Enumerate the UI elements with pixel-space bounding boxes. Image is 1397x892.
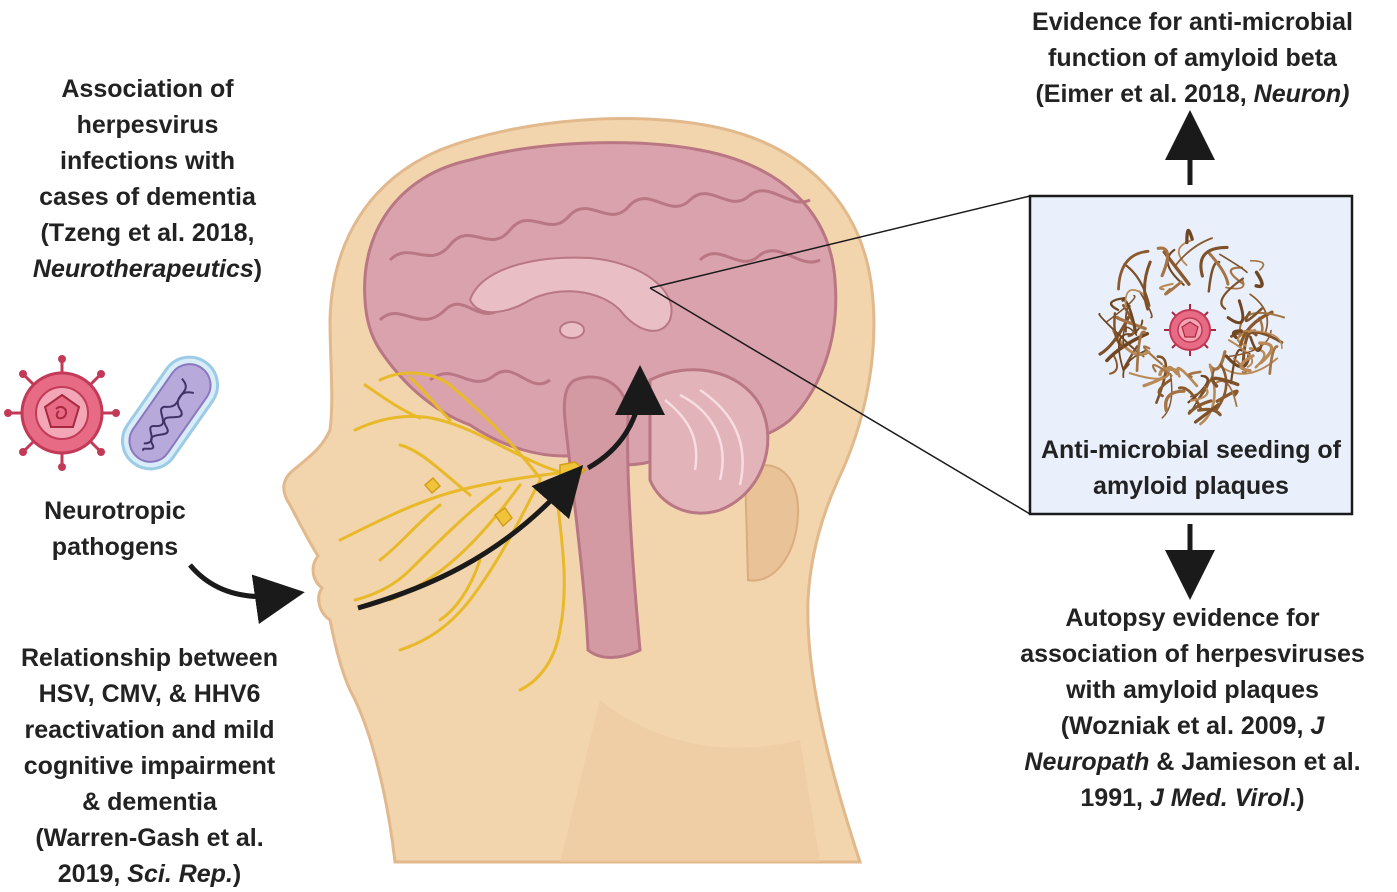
warren-line2: HSV, CMV, & HHV6 <box>2 676 297 712</box>
warren-line5: & dementia <box>2 784 297 820</box>
tzeng-line4: cases of dementia <box>10 179 285 215</box>
autopsy-line4-pre: (Wozniak et al. 2009, <box>1061 712 1311 740</box>
tzeng-line2: herpesvirus <box>10 107 285 143</box>
autopsy-line6-journal: J Med. Virol <box>1150 784 1289 812</box>
autopsy-line3: with amyloid plaques <box>1000 672 1385 708</box>
tzeng-journal: Neurotherapeutics <box>33 255 254 283</box>
warren-journal: Sci. Rep. <box>127 860 233 888</box>
warren-line4: cognitive impairment <box>2 748 297 784</box>
warren-line7-pre: 2019, <box>58 860 128 888</box>
eimer-journal: Neuron) <box>1254 80 1350 108</box>
pathogen-entry-arrow <box>190 565 285 597</box>
tzeng-close: ) <box>254 255 262 283</box>
autopsy-line5-journal: Neuropath <box>1024 748 1149 776</box>
autopsy-line6-pre: 1991, <box>1080 784 1150 812</box>
label-eimer-evidence: Evidence for anti-microbial function of … <box>1010 4 1375 112</box>
autopsy-line6-post: .) <box>1289 784 1304 812</box>
eimer-line3-pre: (Eimer et al. 2018, <box>1035 80 1253 108</box>
label-neurotropic-pathogens: Neurotropic pathogens <box>15 493 215 565</box>
warren-line6: (Warren-Gash et al. <box>2 820 297 856</box>
pathogens-line2: pathogens <box>15 529 215 565</box>
label-autopsy-evidence: Autopsy evidence for association of herp… <box>1000 600 1385 816</box>
tzeng-line1: Association of <box>10 71 285 107</box>
pathogens-line1: Neurotropic <box>15 493 215 529</box>
tzeng-line5: (Tzeng et al. 2018, <box>10 215 285 251</box>
label-tzeng-association: Association of herpesvirus infections wi… <box>10 71 285 287</box>
autopsy-line5-post: & Jamieson et al. <box>1149 748 1360 776</box>
autopsy-line2: association of herpesviruses <box>1000 636 1385 672</box>
box-line1: Anti-microbial seeding of <box>1030 432 1352 468</box>
box-line2: amyloid plaques <box>1030 468 1352 504</box>
ventricle <box>560 322 584 338</box>
autopsy-line1: Autopsy evidence for <box>1000 600 1385 636</box>
tzeng-line3: infections with <box>10 143 285 179</box>
warren-line3: reactivation and mild <box>2 712 297 748</box>
bacteria-icon <box>112 346 229 480</box>
eimer-line1: Evidence for anti-microbial <box>1010 4 1375 40</box>
warren-close: ) <box>233 860 241 888</box>
eimer-line2: function of amyloid beta <box>1010 40 1375 76</box>
label-antimicrobial-seeding: Anti-microbial seeding of amyloid plaque… <box>1030 432 1352 504</box>
label-warren-gash: Relationship between HSV, CMV, & HHV6 re… <box>2 640 297 892</box>
autopsy-line4-journal: J <box>1310 712 1324 740</box>
virus-icon <box>4 355 120 471</box>
warren-line1: Relationship between <box>2 640 297 676</box>
